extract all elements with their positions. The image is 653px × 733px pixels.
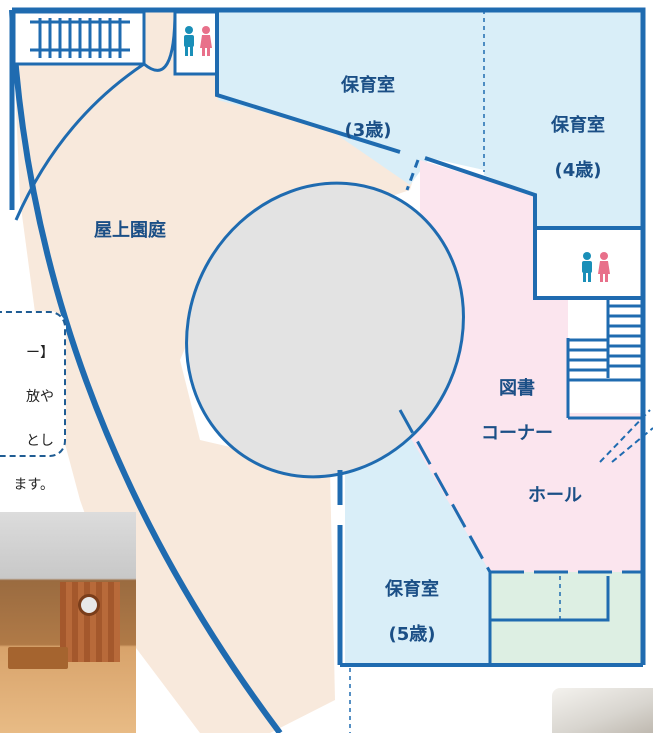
central-oval-void	[185, 181, 465, 479]
nursery-room-3-label: 保育室 (3歳)	[328, 52, 408, 165]
callout-pointer	[599, 409, 653, 463]
nursery-room-4-label: 保育室 (4歳)	[538, 92, 618, 205]
photo-round-window	[78, 594, 100, 616]
nursery-room-5-label: 保育室 (5歳)	[372, 556, 452, 669]
callout-bubble	[0, 311, 66, 457]
nursery-room-3-name: 保育室	[341, 74, 395, 96]
callout-line-3: とし	[26, 433, 54, 449]
nursery-room-3-area	[218, 10, 484, 185]
nursery-room-3-age: (3歳)	[344, 119, 392, 141]
nursery-room-4-area	[484, 10, 643, 228]
library-corner-line1: 図書	[499, 377, 535, 399]
callout-text: ー】 放や とし ます。	[0, 320, 54, 518]
nursery-room-5-name: 保育室	[385, 578, 439, 600]
library-corner-line2: コーナー	[481, 422, 553, 444]
restroom-icon	[578, 250, 614, 291]
library-corner-label: 図書 コーナー	[472, 355, 562, 468]
nursery-room-5-age: (5歳)	[388, 623, 436, 645]
interior-photo	[0, 512, 136, 733]
callout-line-2: 放や	[26, 389, 54, 405]
restroom-icon	[180, 24, 216, 65]
callout-line-1: ー】	[26, 345, 54, 361]
nursery-room-4-age: (4歳)	[554, 159, 602, 181]
interior-photo-2	[552, 688, 653, 733]
hall-label: ホール	[528, 485, 582, 506]
nursery-room-5-area	[345, 420, 490, 665]
nursery-room-4-name: 保育室	[551, 114, 605, 136]
hall-area	[395, 160, 643, 572]
rooftop-garden-label: 屋上園庭	[94, 220, 166, 241]
callout-line-4: ます。	[13, 477, 54, 493]
photo-bench	[8, 647, 68, 669]
